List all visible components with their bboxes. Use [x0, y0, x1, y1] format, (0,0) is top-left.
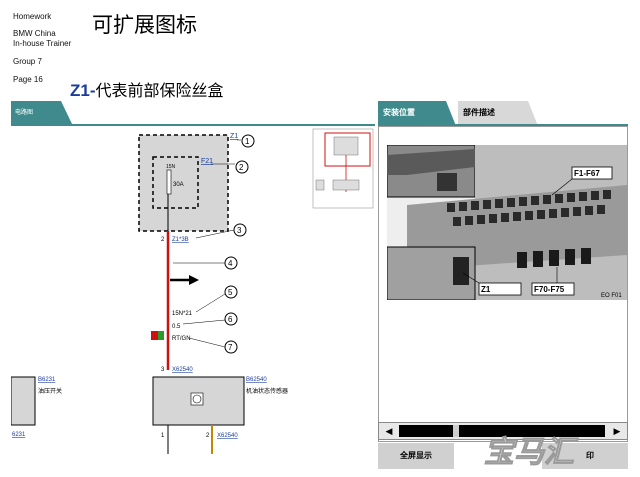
group-label: Group 7	[13, 57, 42, 66]
x62540-top-link[interactable]: X62540	[172, 367, 193, 373]
svg-text:4: 4	[228, 259, 233, 268]
circuit-diagram: 15N 30A Z1 F21 1 2 3 4 5 6 7 2 Z1*3B 15N…	[11, 126, 374, 454]
scroll-left-arrow-icon[interactable]: ◀	[385, 426, 393, 436]
wire-color-red-swatch	[151, 331, 158, 340]
tab-underline-right	[378, 124, 628, 126]
minimap-viewport	[324, 132, 371, 167]
callout-2: 2	[235, 160, 249, 174]
tab-underline-left	[11, 124, 375, 126]
b62540-desc: 机油状态传感器	[246, 387, 288, 395]
homework-label: Homework	[13, 12, 52, 21]
photo-corner-code: EO F01	[601, 293, 622, 299]
svg-text:5: 5	[228, 288, 233, 297]
direction-arrow-icon	[189, 275, 199, 285]
x62540-bottom-link[interactable]: X62540	[217, 433, 238, 439]
callout-6: 6	[224, 312, 238, 326]
f21-link[interactable]: F21	[201, 158, 213, 165]
watermark-text: 宝马汇	[484, 435, 579, 470]
z1-link[interactable]: Z1	[230, 133, 238, 140]
callout-1: 1	[241, 134, 255, 148]
switch-box-b6231	[11, 376, 36, 426]
svg-text:3: 3	[237, 226, 242, 235]
pin-2-bottom: 2	[206, 433, 210, 439]
page-subtitle: Z1-代表前部保险丝盒	[70, 77, 224, 101]
watermark-logo: 宝马汇	[480, 428, 632, 474]
tab-part-description[interactable]: 部件描述	[458, 101, 538, 126]
scroll-track[interactable]	[399, 425, 605, 437]
full-screen-button[interactable]: 全屏显示	[378, 443, 454, 469]
callout-4: 4	[224, 256, 238, 270]
horizontal-scrollbar[interactable]: ◀ ▶	[378, 422, 628, 440]
scroll-thumb[interactable]	[453, 425, 459, 437]
b6231-desc: 油压开关	[38, 387, 62, 395]
subtitle-code: Z1	[70, 81, 90, 100]
wire-spec-text: 15N*21	[172, 311, 193, 317]
fuse-box-inner	[152, 156, 199, 209]
scroll-right-arrow-icon[interactable]: ▶	[613, 426, 621, 436]
wire-size-text: 0.5	[172, 324, 181, 330]
callout-5: 5	[224, 285, 238, 299]
svg-text:7: 7	[228, 343, 233, 352]
fuse-element	[166, 169, 172, 195]
svg-text:2: 2	[239, 163, 244, 172]
svg-text:1: 1	[245, 137, 250, 146]
fuse-rows	[447, 190, 611, 226]
tab-install-location[interactable]: 安装位置	[378, 101, 456, 126]
wire-color-text: RT/GN	[172, 336, 191, 342]
fuse-row-lower	[517, 248, 591, 268]
callout-3: 3	[233, 223, 247, 237]
label-f70-f75: F70-F75	[534, 285, 565, 294]
b6231-link[interactable]: B6231	[38, 377, 56, 383]
b62540-link[interactable]: B62540	[246, 377, 267, 383]
pin-1: 1	[161, 433, 165, 439]
z1-pin-link[interactable]: Z1*3B	[172, 237, 189, 243]
bmw-china-label: BMW China	[13, 29, 56, 38]
fuse-box-photo: F1-F67 Z1 F70-F75 EO F01	[387, 145, 627, 300]
print-button[interactable]: 印	[542, 443, 628, 469]
subtitle-dash: -	[89, 81, 96, 100]
pin-2-top: 2	[161, 237, 165, 243]
sensor-symbol-icon	[192, 394, 202, 404]
inhouse-trainer-label: In-house Trainer	[13, 39, 72, 48]
page-title: 可扩展图标	[92, 13, 197, 37]
label-z1: Z1	[481, 285, 491, 294]
fuse-amp-text: 15N	[166, 164, 176, 170]
subtitle-text: 代表前部保险丝盒	[95, 81, 224, 100]
svg-text:6: 6	[228, 315, 233, 324]
page-label: Page 16	[13, 75, 43, 84]
pin-3: 3	[161, 367, 165, 373]
wire-color-green-swatch	[158, 331, 164, 340]
tab-circuit-diagram[interactable]: 电路图	[11, 101, 73, 126]
fuse-rating-text: 30A	[173, 182, 184, 188]
label-f1-f67: F1-F67	[574, 169, 600, 178]
left-edge-link[interactable]: 6231	[12, 432, 26, 438]
callout-7: 7	[224, 340, 238, 354]
